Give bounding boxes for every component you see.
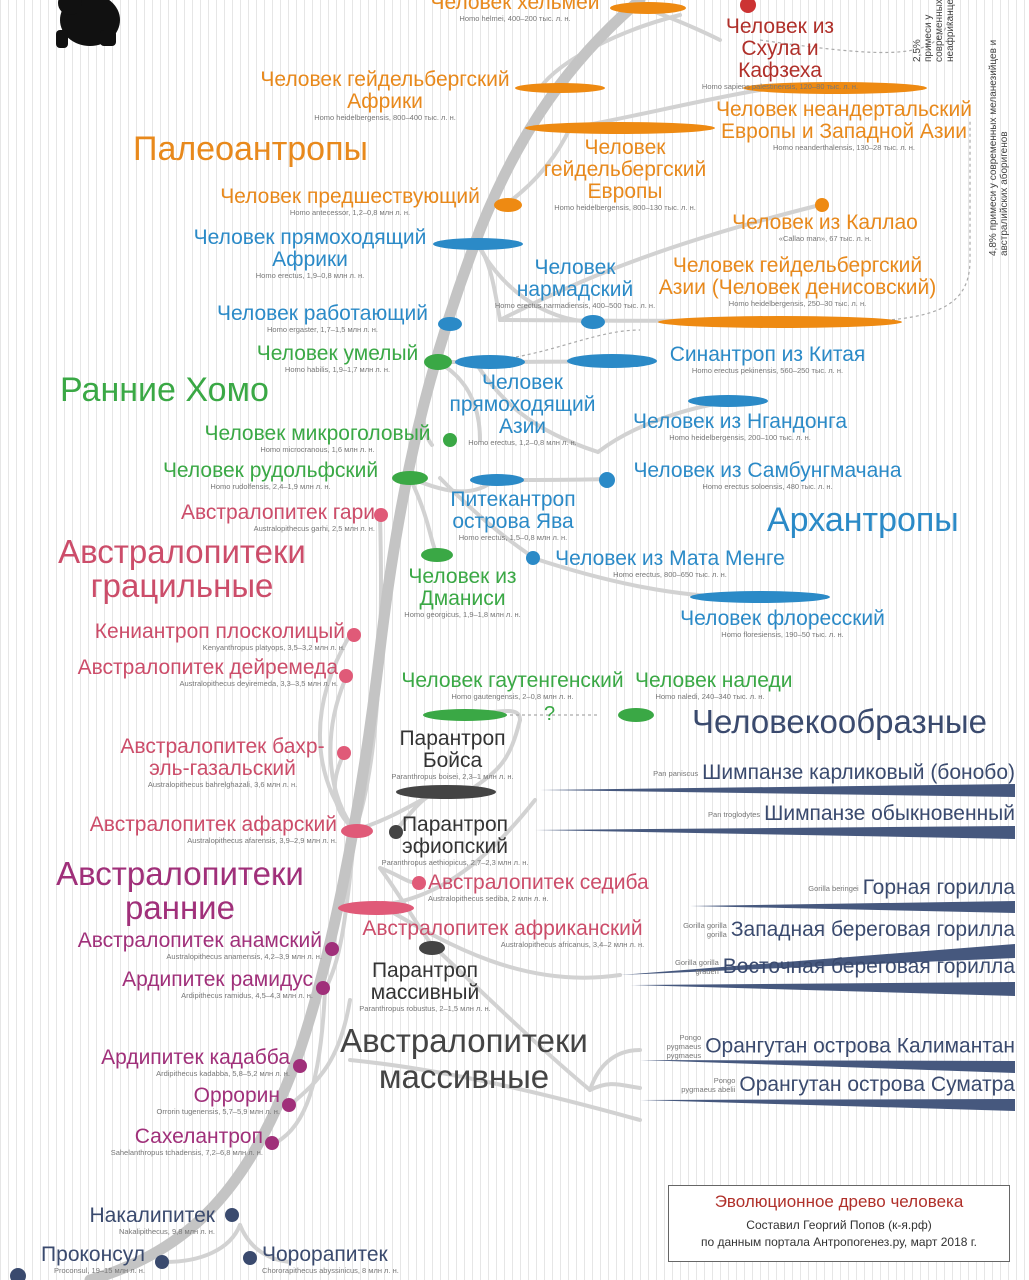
archanthrope-markers xyxy=(433,238,830,603)
admixture-note-non-africans: 2,5% примеси у современных неафриканцев xyxy=(912,0,956,62)
species-callao: Человек из Каллао«Callao man», 67 тыс. л… xyxy=(732,211,918,244)
ape-markers xyxy=(10,1208,257,1280)
gracile-markers xyxy=(337,508,426,915)
main-trunk xyxy=(84,0,646,1280)
species-denisova: Человек гейдельбергский Азии (Человек де… xyxy=(658,254,937,309)
admixture-note-melanesians: 4,8% примеси у современных меланезийцев … xyxy=(988,39,1010,256)
group-label-early-australopith: Австралопитеки ранние xyxy=(56,855,304,926)
ape-silhouette-icon xyxy=(56,0,120,48)
credit-author: Составил Георгий Попов (к-я.рф) xyxy=(746,1218,932,1232)
robust-markers xyxy=(389,785,496,955)
group-label-hominids: Человекообразные xyxy=(692,703,987,740)
species-neanderthal: Человек неандертальский Европы и Западно… xyxy=(716,98,972,153)
group-label-paleoanthropes: Палеоантропы xyxy=(133,130,368,168)
credit-title: Эволюционное древо человека xyxy=(714,1192,964,1211)
early-australopith-markers xyxy=(265,942,339,1150)
group-label-gracile: Австралопитеки грацильные xyxy=(58,533,306,604)
group-label-robust: Австралопитеки массивные xyxy=(340,1022,588,1095)
skhul-marker xyxy=(740,0,756,13)
ape-wedges xyxy=(535,784,1015,1111)
credit-source: по данным портала Антропогенез.ру, март … xyxy=(700,1235,978,1249)
uncertain-link-mark: ? xyxy=(544,703,556,725)
group-label-early-homo: Ранние Хомо xyxy=(60,371,269,409)
early-homo-markers xyxy=(392,354,654,722)
group-label-archanthropes: Архантропы xyxy=(767,501,959,539)
credit-box: Эволюционное древо человека Составил Гео… xyxy=(668,1185,1010,1262)
paleoanthrope-markers xyxy=(494,2,927,328)
